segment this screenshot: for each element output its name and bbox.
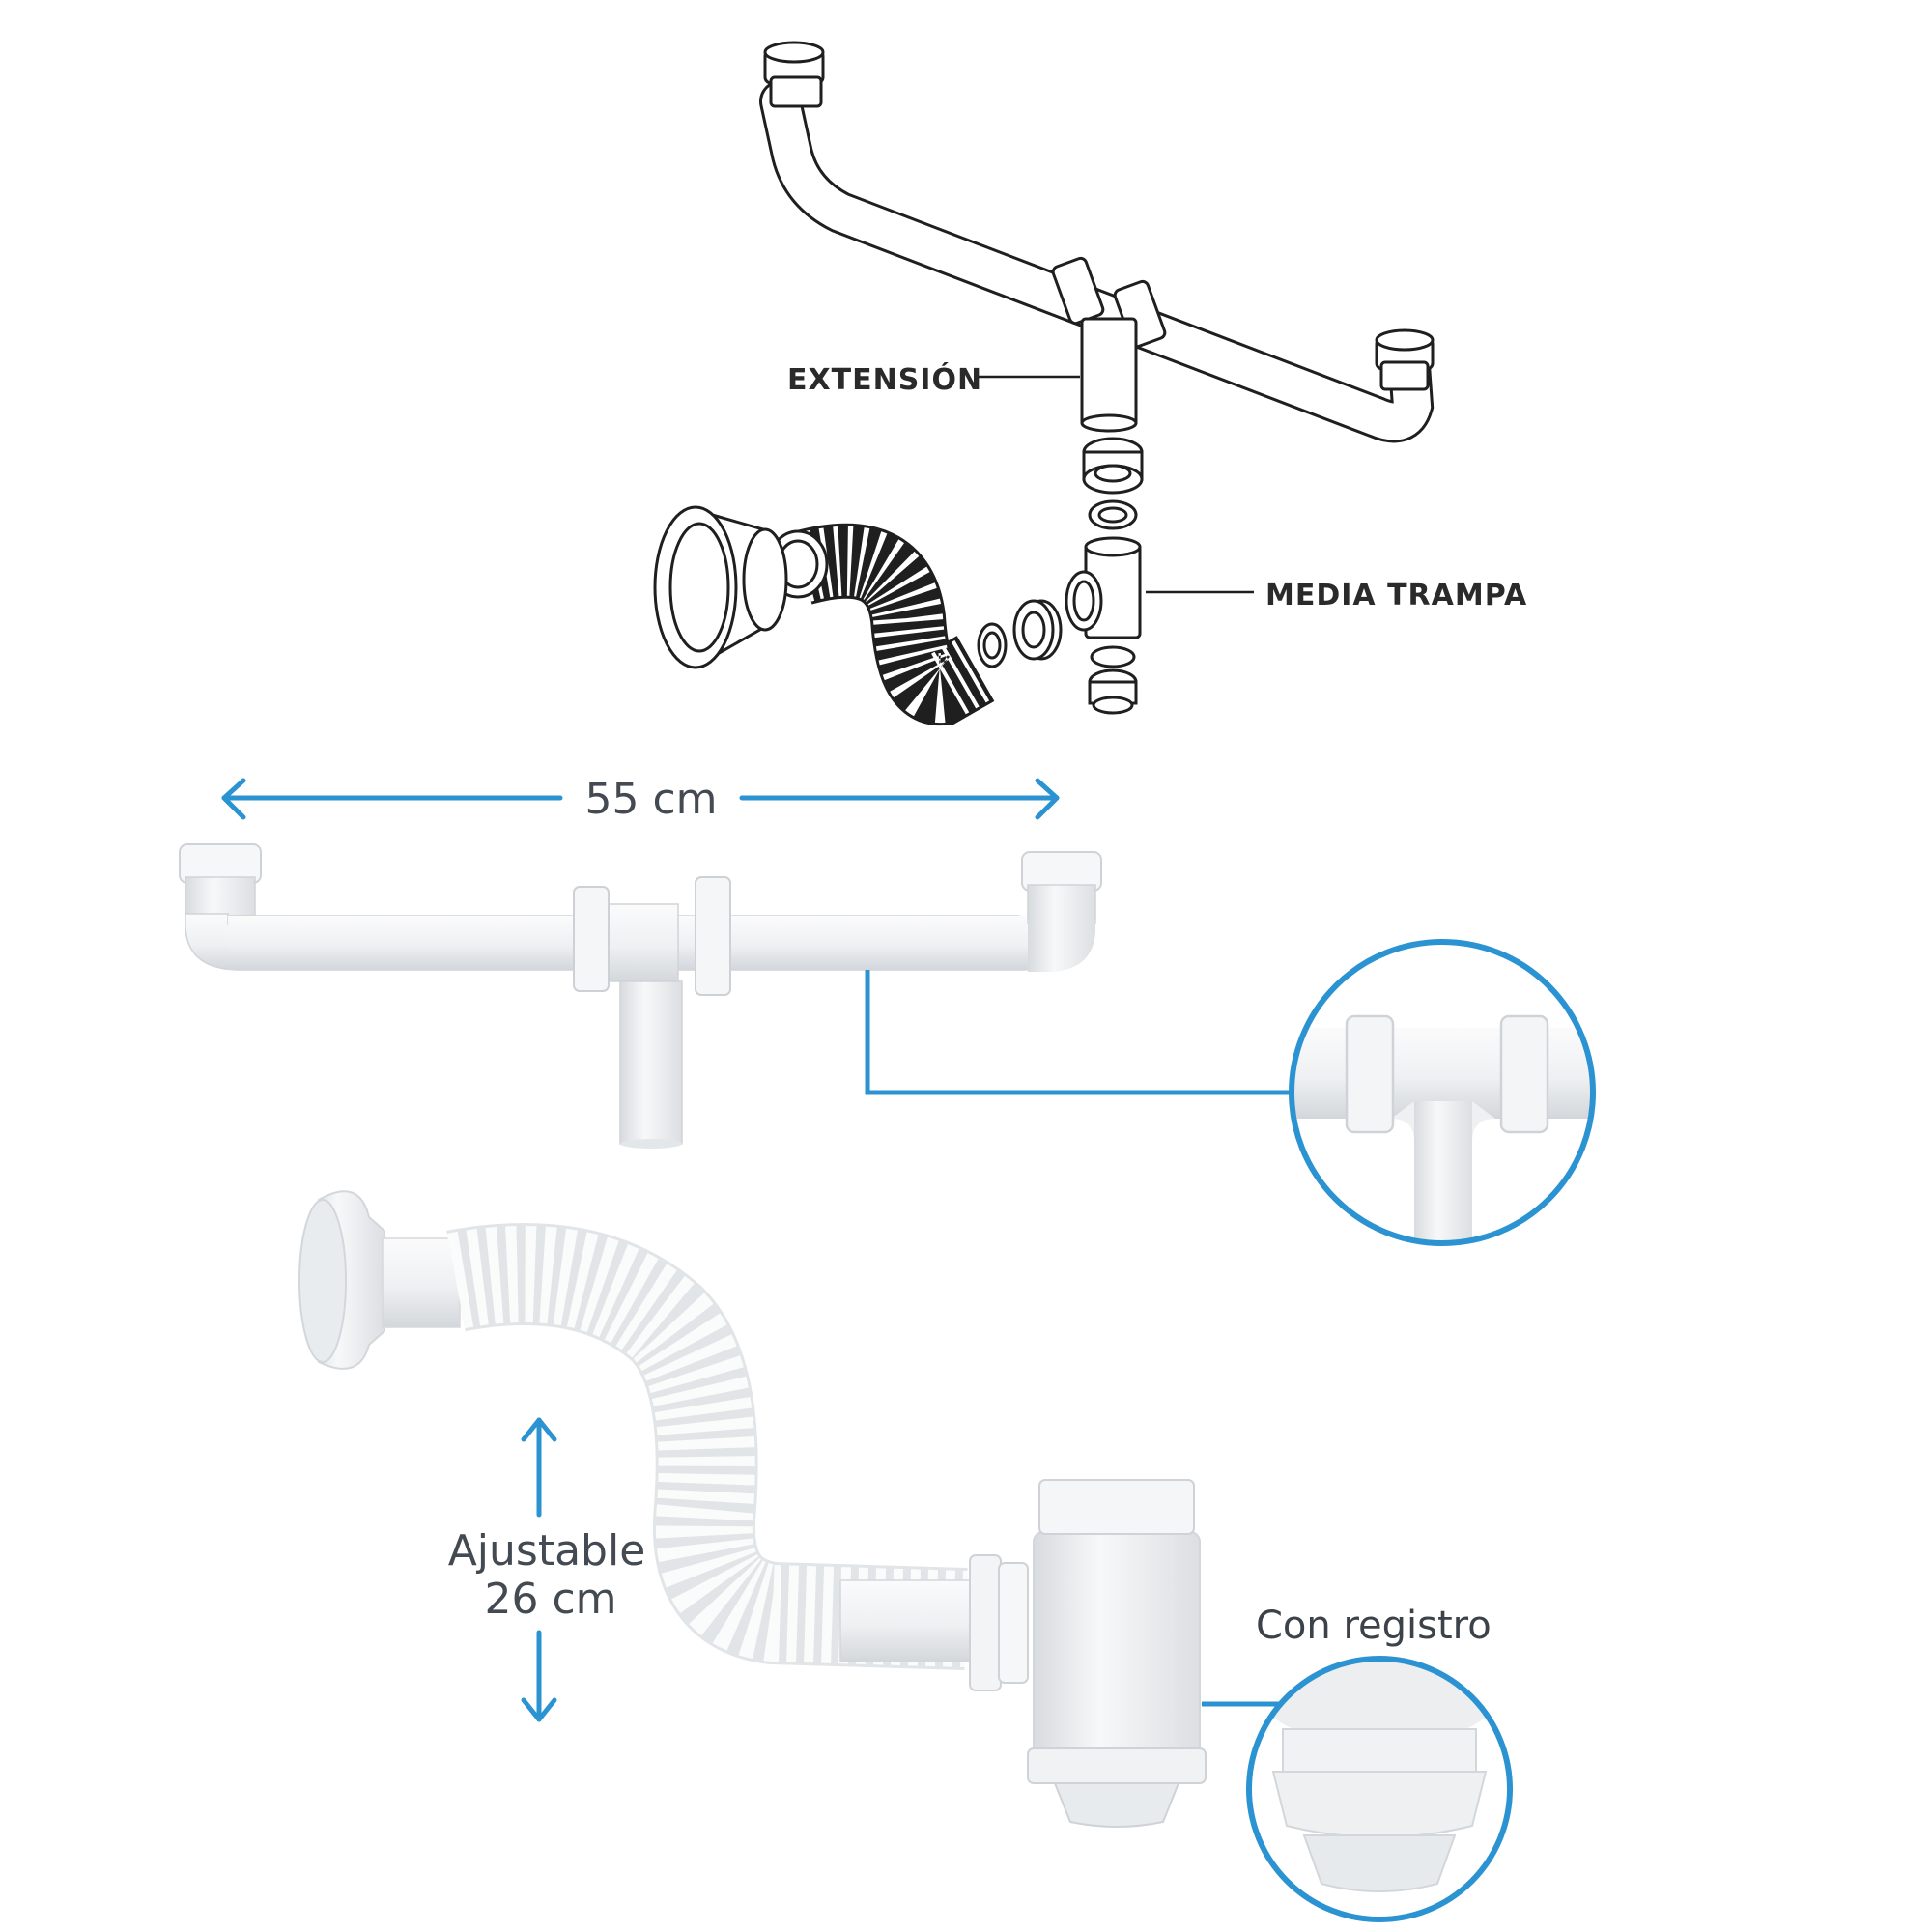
adjustable-arrowhead-top [521, 1417, 557, 1442]
photo-flexible-trap [298, 1190, 1207, 1828]
adjustable-dimension [521, 1417, 557, 1722]
tee-joint-detail [1289, 939, 1596, 1246]
callout-half-trap: MEDIA TRAMPA [1265, 579, 1527, 612]
tee-detail-leader-line [865, 970, 1293, 1095]
drawing-flexible-hose [767, 523, 995, 725]
photo-double-branch-pipe [179, 843, 1102, 1149]
drawing-washer [1088, 499, 1138, 530]
adjustable-label-line2: 26 cm [484, 1575, 616, 1624]
drawing-half-trap-body [1065, 536, 1142, 639]
cleanout-cap-detail [1246, 1656, 1513, 1922]
drawing-funnel-adapter [653, 505, 788, 669]
adjustable-label-line1: Ajustable [448, 1526, 646, 1576]
drawing-side-washer [977, 622, 1008, 668]
width-arrowhead-right [1035, 778, 1060, 820]
drawing-extension-tube [1080, 317, 1138, 433]
width-dimension [221, 778, 1060, 820]
adjustable-arrowhead-bottom [521, 1697, 557, 1722]
cleanout-label: Con registro [1256, 1604, 1492, 1648]
callout-extension: EXTENSIÓN [787, 361, 982, 397]
drawing-bottom-cap [1088, 645, 1138, 715]
width-arrowhead-left [221, 778, 246, 820]
drawing-side-nut [1012, 599, 1063, 661]
exploded-line-drawing [653, 41, 1435, 725]
width-label: 55 cm [584, 775, 717, 824]
drawing-nut [1082, 437, 1144, 495]
